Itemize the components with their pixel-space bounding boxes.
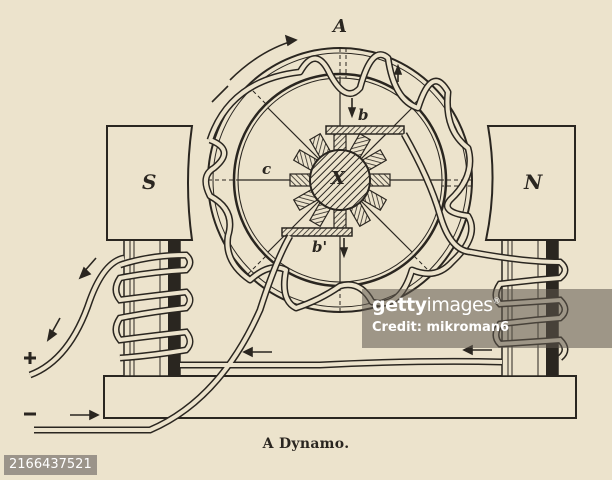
north-pole-piece: [484, 125, 576, 241]
figure-caption: A Dynamo.: [262, 436, 350, 452]
brush-bottom: [281, 227, 353, 237]
label-brush-b: b: [358, 106, 369, 124]
south-pole-piece: [106, 125, 194, 241]
brush-top: [325, 125, 405, 135]
label-north-pole: N: [524, 170, 543, 194]
shaft-hub: [309, 149, 371, 211]
watermark-band: [362, 289, 612, 348]
base-board: [103, 375, 577, 419]
image-id-badge: 2166437521: [4, 455, 97, 475]
label-armature-a: A: [333, 16, 347, 37]
label-coil-c: c: [262, 160, 272, 178]
label-shaft-x: X: [331, 168, 345, 189]
credit-text: Credit: mikroman6: [372, 320, 510, 335]
commutator: [289, 129, 391, 231]
label-brush-b-prime: b': [312, 238, 328, 256]
getty-images-logo: gettyimages®: [372, 294, 501, 316]
current-arrows: [46, 34, 492, 421]
label-south-pole: S: [142, 170, 157, 194]
